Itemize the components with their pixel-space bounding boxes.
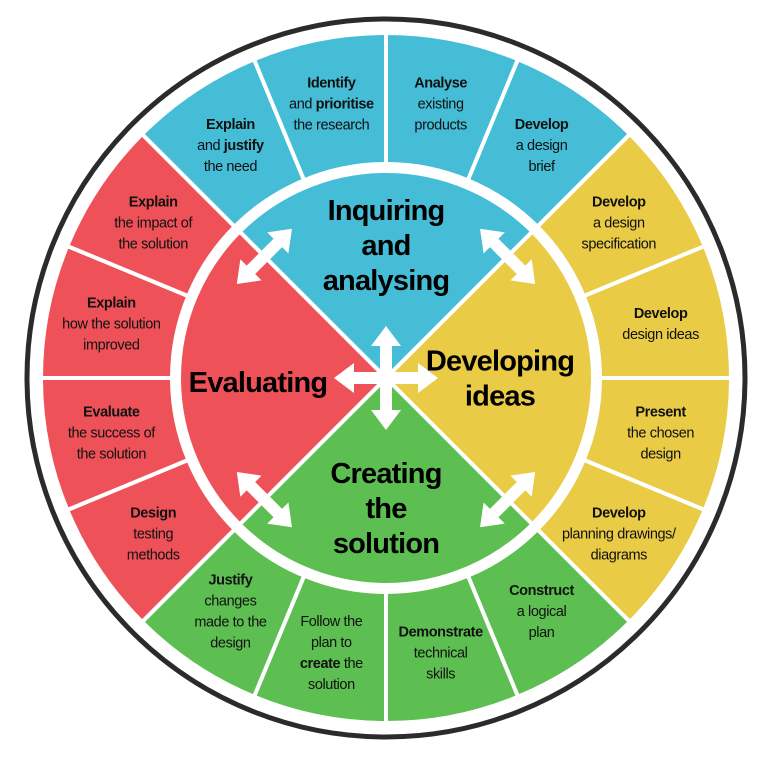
- segment-label-text: a design: [593, 215, 645, 231]
- segment-label-bold: Construct: [509, 583, 574, 599]
- segment-label-text: technical: [414, 646, 468, 662]
- arrows: [236, 228, 536, 528]
- quadrant-developing: [383, 228, 595, 528]
- quadrant-label-line: solution: [333, 528, 439, 560]
- segment-label-text: and: [197, 138, 224, 154]
- quadrant-inquiring: [236, 169, 536, 381]
- segment-label-text: solution: [308, 677, 355, 693]
- segment-label: Present the chosen design: [627, 405, 694, 463]
- quadrant-label-line: analysing: [323, 265, 450, 297]
- segment-label-bold: Develop: [515, 117, 569, 133]
- segment-inquiring: [251, 30, 388, 183]
- segment-label-bold: create: [300, 656, 341, 672]
- segment-label-text: a logical: [517, 604, 567, 620]
- quadrant-label-line: Developing: [426, 346, 574, 378]
- segment-label: Follow the plan to create the solution: [300, 614, 363, 693]
- segment-label-text: existing: [418, 96, 464, 112]
- segment-label-bold: Explain: [206, 117, 255, 133]
- segment-label: Develop a design brief: [515, 117, 569, 175]
- inner-quadrants: [177, 169, 595, 587]
- segment-label-text: testing: [133, 527, 173, 543]
- segment-label: Justify changes made to the design: [194, 572, 267, 651]
- segment-label: Develop a design specification: [582, 194, 657, 252]
- segment-label-text: how the solution: [62, 316, 161, 332]
- segment-label: Develop design ideas: [622, 306, 699, 343]
- segment-label-bold: prioritise: [316, 96, 374, 112]
- segment-label-bold: Explain: [129, 194, 178, 210]
- segment-label-text: planning drawings/: [562, 527, 677, 543]
- arrow-top-right-icon: [480, 228, 536, 284]
- quadrant-label-line: Inquiring: [328, 195, 445, 227]
- segment-label-text: the solution: [77, 447, 147, 463]
- center-arrow-vertical-icon: [371, 326, 401, 430]
- arrow-bottom-right-icon: [480, 472, 536, 528]
- segment-label: Explain how the solution improved: [62, 295, 161, 353]
- segment-label-text: made to the: [194, 614, 267, 630]
- segment-label: Analyse existing products: [414, 75, 467, 133]
- quadrant-label-evaluating: Evaluating: [189, 367, 328, 399]
- segment-label-text: and: [289, 96, 316, 112]
- segment-label-text: specification: [582, 236, 657, 252]
- segment-label-text: methods: [127, 548, 180, 564]
- quadrant-label-line: ideas: [465, 381, 535, 413]
- segment-label-text: the need: [204, 159, 258, 175]
- arrow-top-left-icon: [236, 228, 292, 284]
- segment-label-bold: Develop: [592, 506, 646, 522]
- segment-label-text: the impact of: [114, 215, 193, 231]
- segment-label-bold: Present: [635, 405, 686, 421]
- quadrant-label-line: and: [361, 230, 410, 262]
- segment-label: Evaluate the success of the solution: [68, 405, 156, 463]
- outer-segments: [38, 30, 734, 726]
- segment-label-text: design: [210, 635, 251, 651]
- segment-label-bold: Develop: [634, 306, 688, 322]
- segment-label-text: skills: [426, 667, 455, 683]
- segment-label-text: design: [640, 447, 681, 463]
- segment-label: Explain the impact of the solution: [114, 194, 193, 252]
- segment-label-bold: Evaluate: [83, 405, 140, 421]
- segment-label-text: the success of: [68, 426, 156, 442]
- segment-label-text: the: [340, 656, 363, 672]
- arrow-bottom-left-icon: [236, 472, 292, 528]
- segment-label-text: changes: [204, 593, 256, 609]
- outer-ring: [24, 16, 748, 740]
- segment-label-text: plan to: [311, 635, 352, 651]
- quadrant-label-line: Creating: [330, 458, 441, 490]
- segment-label: Construct a logical plan: [509, 583, 574, 641]
- segment-label-text: diagrams: [591, 548, 648, 564]
- segment-label-bold: Identify: [307, 75, 356, 91]
- segment-label-text: improved: [83, 337, 140, 353]
- segment-label-text: products: [414, 117, 467, 133]
- quadrant-label-line: Evaluating: [189, 367, 328, 399]
- segment-label: Demonstrate technical skills: [399, 625, 484, 683]
- segment-label: Develop planning drawings/diagrams: [562, 506, 677, 564]
- segment-label-bold: Demonstrate: [399, 625, 484, 641]
- segment-label-bold: justify: [223, 138, 264, 154]
- segment-label-text: Follow the: [300, 614, 362, 630]
- quadrant-evaluating: [177, 228, 389, 528]
- segment-label-text: plan: [529, 625, 555, 641]
- segment-label-text: a design: [516, 138, 568, 154]
- segment-label-text: the solution: [119, 236, 189, 252]
- segment-label-bold: Analyse: [414, 75, 467, 91]
- quadrant-creating: [236, 375, 536, 587]
- segment-label: Identify and prioritise the research: [289, 75, 374, 133]
- segment-label-bold: Explain: [87, 295, 136, 311]
- segment-label-text: brief: [528, 159, 556, 175]
- segment-label: Design testing methods: [127, 506, 180, 564]
- quadrant-label-line: the: [365, 493, 407, 525]
- segment-label: Explain and justify the need: [197, 117, 264, 175]
- segment-label-bold: Justify: [208, 572, 252, 588]
- segment-label-bold: Design: [130, 506, 176, 522]
- segment-label-text: the research: [293, 117, 369, 133]
- segment-label-text: the chosen: [627, 426, 694, 442]
- segment-label-bold: Develop: [592, 194, 646, 210]
- segment-label-text: design ideas: [622, 327, 699, 343]
